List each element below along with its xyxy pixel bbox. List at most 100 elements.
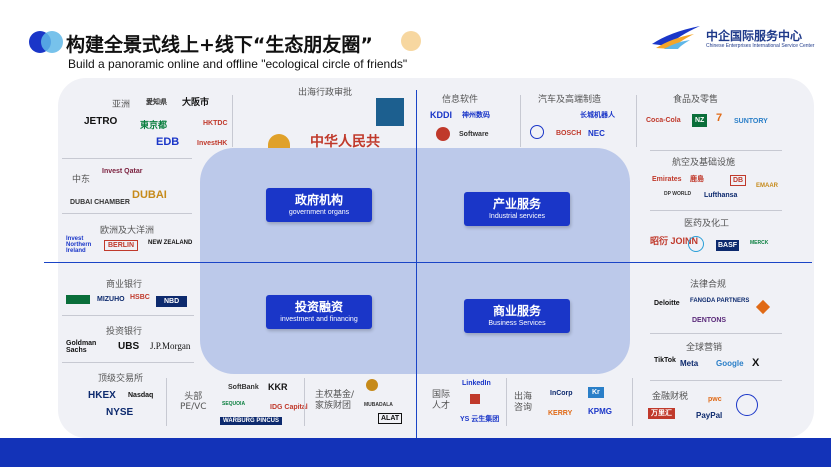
logo-berlin: BERLIN	[104, 240, 139, 251]
bank-logo-icon	[66, 295, 90, 304]
oracle-icon	[436, 127, 450, 141]
category-media: 全球营销	[686, 343, 723, 353]
logo-pwc: pwc	[708, 396, 722, 403]
separator	[304, 378, 305, 426]
quadrant-gov-en: government organs	[288, 209, 350, 216]
talent-logo-icon	[470, 394, 480, 404]
separator	[62, 315, 194, 316]
category-auto: 汽车及高端制造	[538, 95, 602, 105]
logo-software: Software	[459, 131, 489, 138]
separator	[632, 378, 633, 426]
logo-deloitte: Deloitte	[654, 300, 680, 307]
logo-hsbc: HSBC	[130, 294, 150, 301]
logo-invest-qatar: Invest Qatar	[102, 168, 143, 175]
title-bullet-icon	[29, 31, 63, 53]
page-subtitle: Build a panoramic online and offline "ec…	[68, 57, 408, 71]
logo-nyse: NYSE	[106, 407, 134, 418]
separator	[650, 380, 782, 381]
logo-tokyo: 東京都	[140, 120, 168, 130]
category-approval: 出海行政审批	[298, 88, 353, 98]
logo-lufthansa: Lufthansa	[704, 192, 738, 199]
vertical-axis	[416, 90, 417, 438]
logo-nec: NEC	[588, 129, 605, 138]
logo-emaar: EMAAR	[756, 183, 778, 189]
logo-nz: NZ	[692, 114, 708, 127]
logo-nasdaq: Nasdaq	[128, 392, 154, 399]
title-end-icon	[401, 31, 421, 51]
category-consult: 出海咨询	[514, 392, 533, 413]
quadrant-industry-en: Industrial services	[488, 213, 546, 220]
quadrant-industry-cn: 产业服务	[492, 197, 541, 211]
quadrant-gov[interactable]: 政府机构 government organs	[266, 188, 372, 222]
logo-goldman-sachs: Goldman Sachs	[66, 340, 97, 354]
logo-kajima: 鹿島	[690, 176, 704, 183]
separator	[650, 210, 782, 211]
logo-fangda: FANGDA PARTNERS	[690, 298, 750, 304]
separator	[520, 95, 521, 147]
logo-aichi: 愛知県	[146, 99, 167, 106]
category-talent: 国际人才	[432, 390, 451, 411]
logo-edb: EDB	[156, 136, 180, 148]
category-commercial-bank: 商业银行	[106, 280, 143, 290]
category-exchange: 顶级交易所	[98, 374, 144, 384]
logo-mizuho: MIZUHO	[97, 296, 125, 303]
logo-jetro: JETRO	[84, 116, 118, 127]
brand-logo-icon	[652, 26, 700, 49]
separator	[650, 150, 782, 151]
logo-dentons: DENTONS	[692, 317, 727, 324]
separator	[232, 95, 233, 147]
logo-ys-group: YS 云生集团	[460, 416, 500, 423]
category-food: 食品及零售	[673, 95, 719, 105]
category-middle-east: 中东	[72, 175, 91, 185]
logo-kkr: KKR	[268, 382, 288, 392]
logo-dubai: DUBAI	[132, 189, 167, 201]
category-software: 信息软件	[442, 95, 479, 105]
logo-invest-ni: Invest Northern Ireland	[66, 236, 92, 254]
horizontal-axis	[44, 262, 812, 263]
category-invest-bank: 投资银行	[106, 327, 143, 337]
logo-36kr: Kr	[588, 387, 604, 398]
category-fund: 主权基金/家族财团	[315, 390, 355, 411]
quadrant-gov-cn: 政府机构	[294, 193, 343, 207]
finance-logo-icon	[736, 394, 758, 416]
separator	[636, 95, 637, 147]
separator	[166, 378, 167, 426]
logo-sequoia: SEQUOIA	[222, 401, 246, 407]
logo-suntory: SUNTORY	[734, 118, 768, 125]
logo-coca-cola: Coca-Cola	[646, 117, 681, 124]
logo-softbank: SoftBank	[228, 384, 259, 391]
logo-incorp: InCorp	[550, 390, 573, 397]
separator	[62, 213, 192, 214]
logo-hkex: HKEX	[88, 390, 116, 401]
quadrant-invest[interactable]: 投资融资 investment and financing	[266, 295, 372, 329]
footer-bar	[0, 438, 831, 467]
logo-google: Google	[716, 359, 744, 368]
brand-name-en: Chinese Enterprises International Servic…	[706, 43, 815, 49]
logo-ubs: UBS	[118, 341, 140, 352]
logo-mubadala: MUBADALA	[364, 402, 393, 408]
vw-icon	[530, 125, 544, 139]
approval-emblem-icon	[268, 134, 290, 148]
logo-linkedin: LinkedIn	[462, 380, 491, 387]
logo-worldfirst: 万里汇	[648, 408, 675, 419]
logo-investhk: InvestHK	[197, 140, 228, 147]
category-medical: 医药及化工	[684, 219, 730, 229]
quadrant-invest-en: investment and financing	[280, 316, 358, 323]
logo-kerry: KERRY	[548, 410, 573, 417]
logo-kpmg: KPMG	[588, 407, 612, 416]
quadrant-business-en: Business Services	[488, 320, 546, 327]
logo-gov-prc: 中华人民共	[310, 134, 380, 148]
quadrant-industry[interactable]: 产业服务 Industrial services	[464, 192, 570, 226]
logo-tiktok: TikTok	[654, 357, 676, 364]
separator	[506, 378, 507, 426]
logo-meta: Meta	[680, 359, 699, 368]
logo-dubai-chamber: DUBAI CHAMBER	[70, 199, 130, 206]
logo-merck: MERCK	[750, 240, 769, 246]
logo-new-zealand: NEW ZEALAND	[148, 240, 193, 246]
brand-name-cn: 中企国际服务中心	[706, 29, 803, 43]
logo-db: DB	[730, 175, 747, 186]
logo-7eleven: 7	[716, 112, 723, 124]
logo-alat: ALAT	[378, 413, 403, 424]
quadrant-business[interactable]: 商业服务 Business Services	[464, 299, 570, 333]
logo-x: X	[752, 357, 760, 369]
